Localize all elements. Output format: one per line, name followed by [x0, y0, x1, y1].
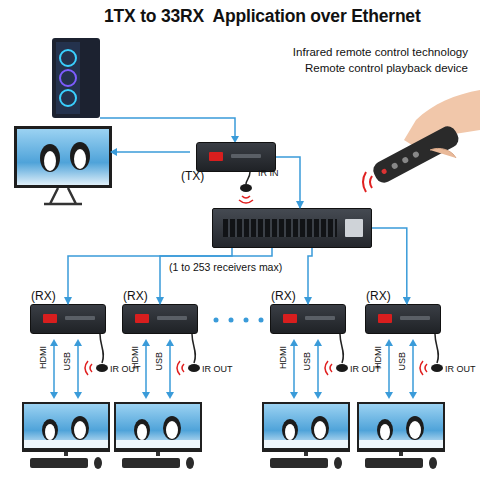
signal-name: HDMI	[278, 346, 288, 369]
receiver-box: (RX)	[122, 304, 198, 334]
transmitter-box: (TX)	[196, 142, 276, 172]
receiver-box: (RX)	[30, 304, 106, 334]
network-link	[308, 248, 312, 304]
signal-name: HDMI	[38, 346, 48, 369]
remote-body	[370, 123, 462, 186]
ellipsis-dot	[244, 318, 249, 323]
pc-fan	[60, 70, 76, 86]
network-switch: (1 to 253 receivers max)	[212, 208, 372, 248]
signal-name: HDMI	[130, 346, 140, 369]
receiver-box: (RX)	[270, 304, 346, 334]
penguin-belly	[44, 151, 56, 171]
pc-wire	[100, 118, 235, 138]
receiver-station	[22, 334, 110, 469]
ir-waves	[363, 172, 372, 192]
pc-fan	[60, 90, 76, 106]
network-link	[160, 248, 272, 304]
signal-name: USB	[397, 352, 407, 371]
ir-sensor	[240, 184, 252, 192]
node-label: (RX)	[271, 289, 296, 303]
subtitle: Remote control playback device	[305, 62, 468, 74]
port-label: IR OUT	[445, 364, 476, 374]
remote-button	[412, 150, 420, 158]
network-link	[68, 248, 232, 304]
monitor-wire	[112, 151, 190, 153]
signal-name: USB	[62, 352, 72, 371]
pc-tower	[52, 38, 100, 118]
port-label: IR IN	[258, 168, 279, 178]
ellipsis-dot	[214, 318, 219, 323]
remote-button	[391, 162, 399, 170]
node-label: (RX)	[123, 289, 148, 303]
thumb	[430, 148, 456, 158]
diagram-title: 1TX to 33RX Application over Ethernet	[104, 6, 421, 27]
node-label: (1 to 253 receivers max)	[169, 261, 282, 273]
penguin	[70, 142, 90, 170]
ellipsis-dot	[229, 318, 234, 323]
arrow-head	[110, 148, 117, 156]
receiver-box: (RX)	[365, 304, 441, 334]
ellipsis-dot	[259, 318, 264, 323]
monitor-stand	[44, 188, 82, 204]
node-label: (RX)	[31, 289, 56, 303]
node-label: (RX)	[366, 289, 391, 303]
penguin	[40, 144, 60, 172]
pc-panel	[56, 42, 80, 114]
signal-name: USB	[302, 352, 312, 371]
remote-button	[401, 156, 409, 164]
receiver-station	[114, 334, 202, 469]
node-label: (TX)	[181, 169, 204, 183]
signal-name: HDMI	[373, 346, 383, 369]
port-label: IR OUT	[202, 364, 233, 374]
pc-fan	[60, 50, 76, 66]
monitor-frame	[14, 126, 112, 188]
monitor-screen	[17, 129, 109, 185]
receiver-station	[262, 334, 350, 469]
penguin-belly	[74, 149, 86, 169]
network-link	[276, 157, 300, 208]
remote-control	[370, 123, 462, 186]
receiver-station	[357, 334, 445, 469]
ir-waves	[239, 196, 253, 203]
signal-name: USB	[154, 352, 164, 371]
remote-button	[381, 168, 388, 175]
ir-cable	[246, 172, 250, 184]
subtitle: Infrared remote control technology	[293, 46, 468, 58]
